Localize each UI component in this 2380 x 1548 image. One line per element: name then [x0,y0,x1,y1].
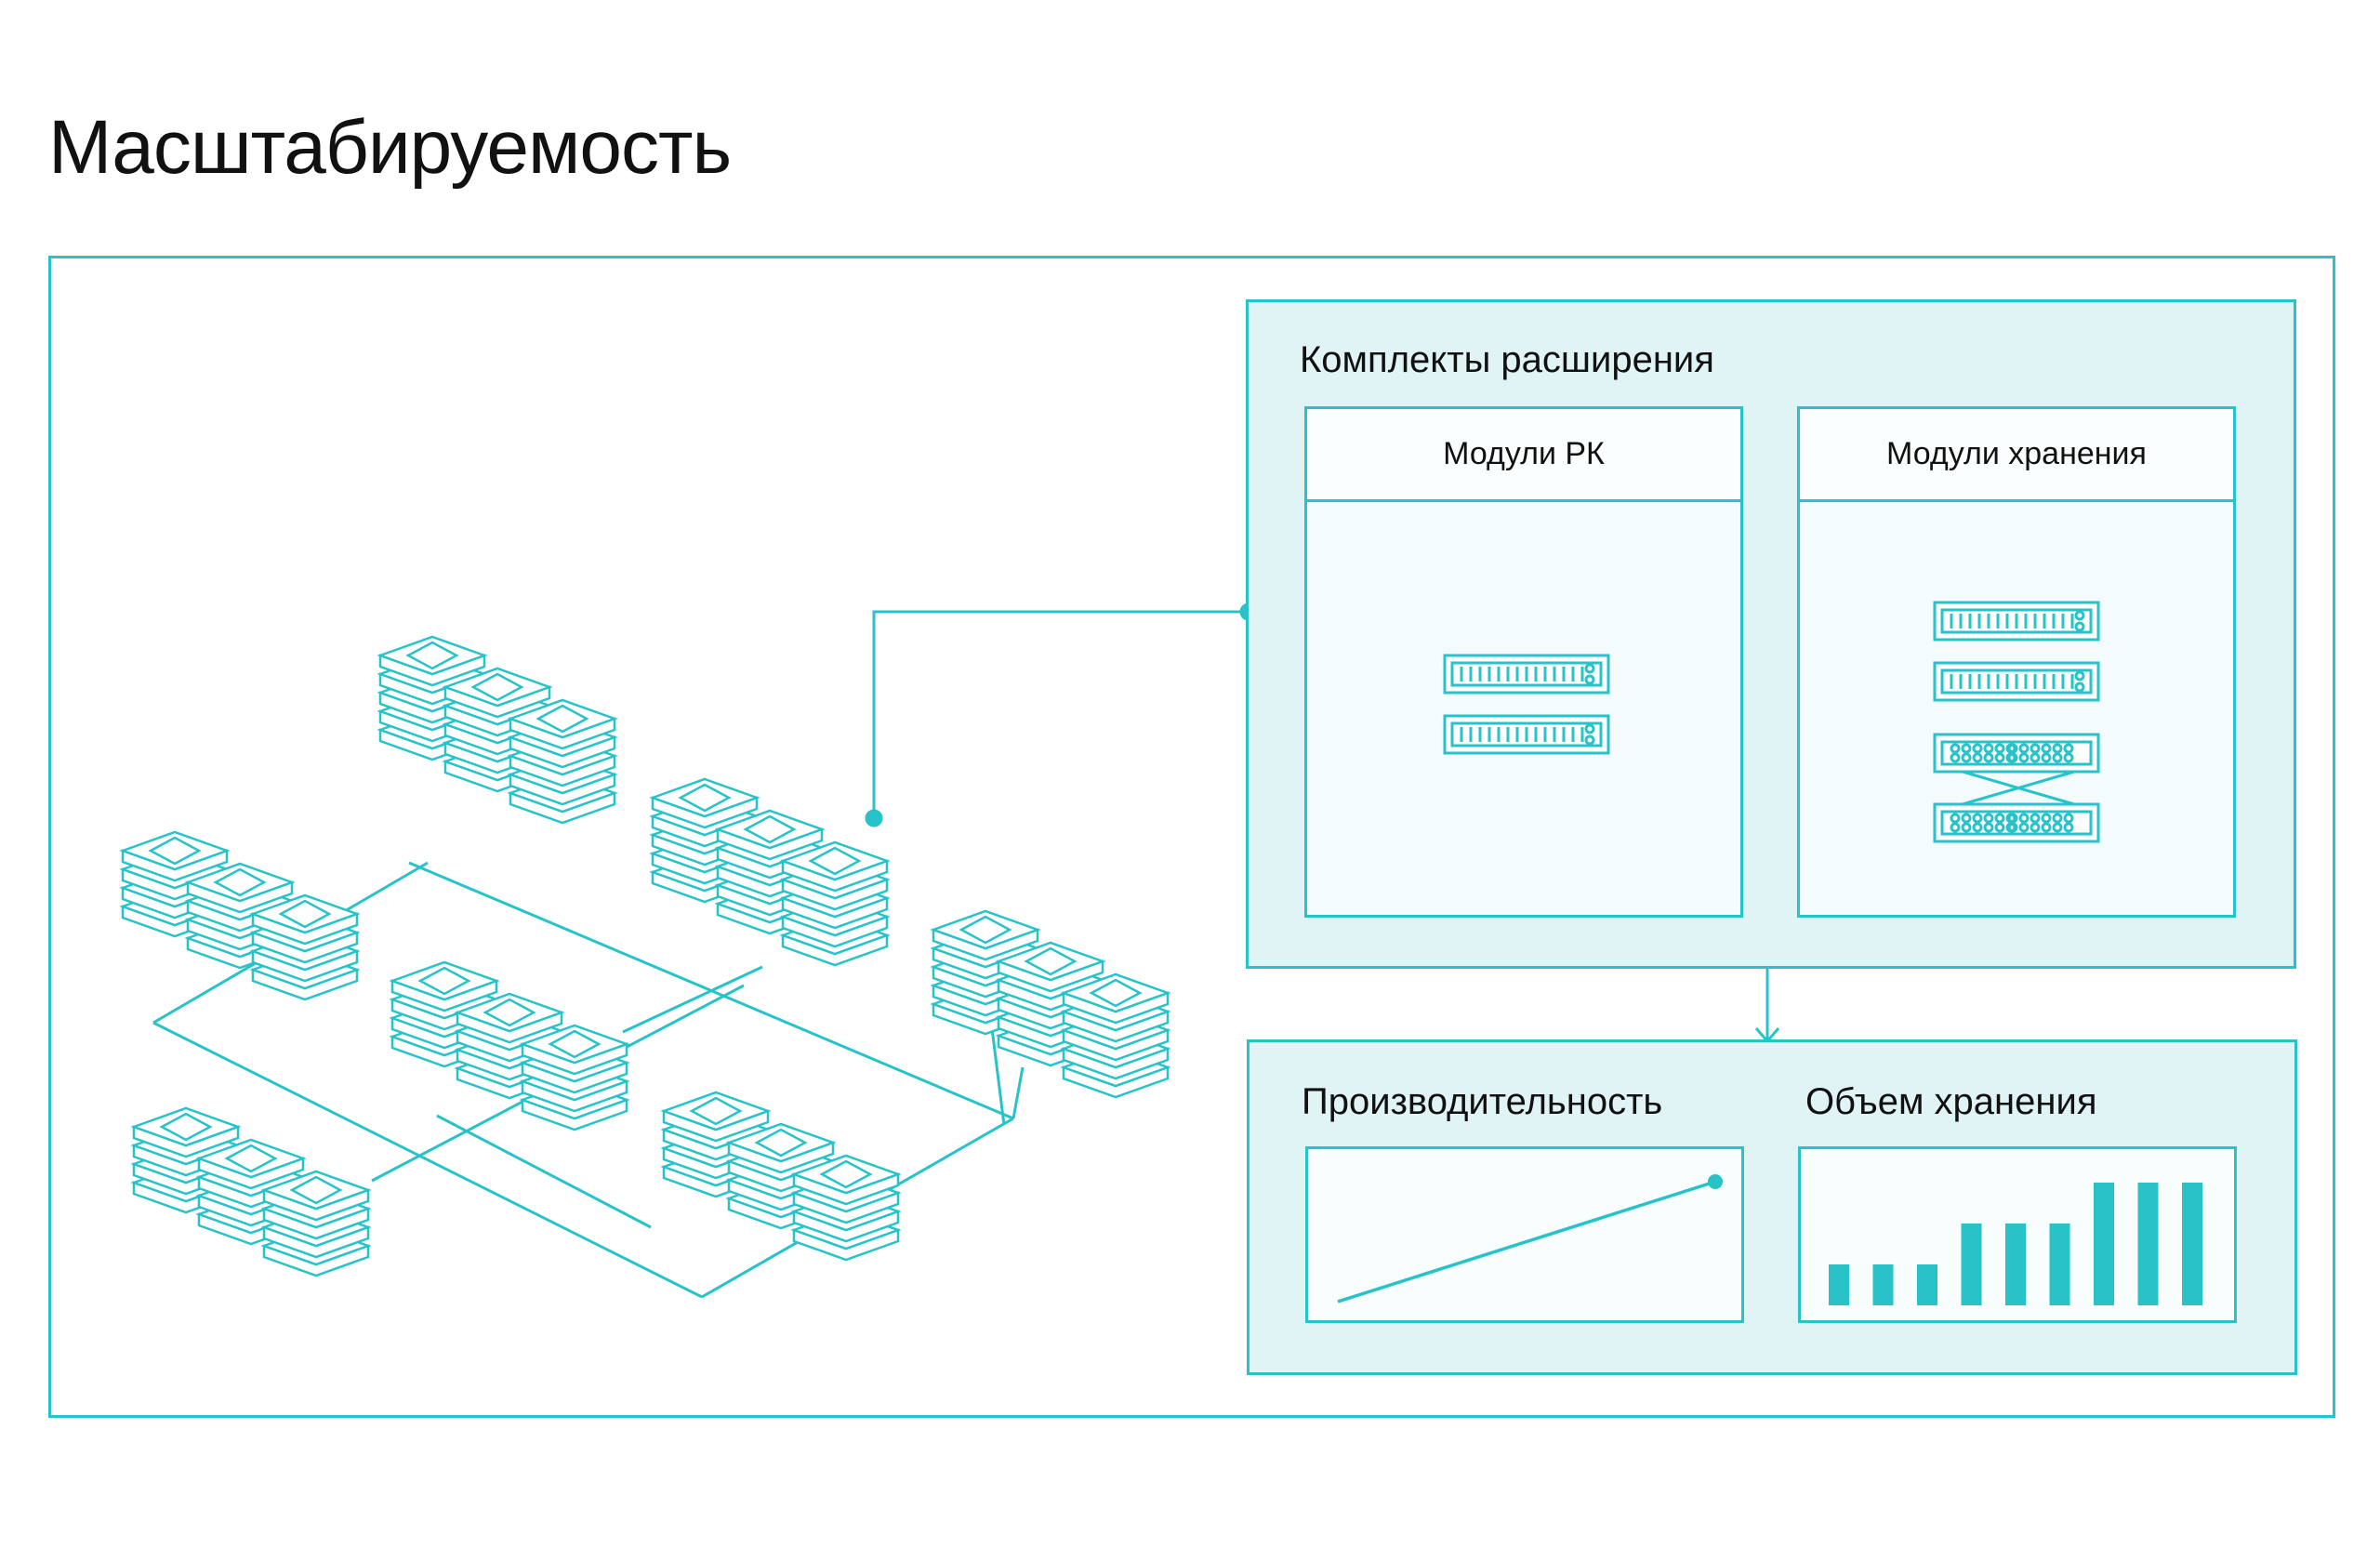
server-stack-icon [790,1154,902,1262]
performance-chart [1305,1146,1744,1323]
network-link [436,1114,652,1229]
performance-line-chart [1337,1174,1723,1303]
storage-bar [2182,1183,2202,1305]
server-clusters [119,635,1171,1277]
server-stack-icon [1060,972,1171,1099]
server-stack-icon [519,1024,630,1131]
network-link [152,1021,703,1299]
page-title: Масштабируемость [48,105,732,190]
expansion-kits-panel: Комплекты расширения Модули РК Модули хр… [1246,299,2296,969]
diagram-frame [48,256,2335,1418]
rack-unit-icon [1443,654,1610,695]
network-link [622,965,763,1034]
storage-bar [2049,1224,2070,1305]
server-stack-icon [507,698,618,825]
switch-icon [1933,802,2100,843]
expansion-kits-title: Комплекты расширения [1300,339,1714,380]
results-panel: Производительность Объем хранения [1247,1039,2297,1375]
rack-unit-icon [1933,661,2100,702]
performance-end-point [1708,1174,1723,1189]
storage-bar [1917,1264,1937,1305]
storage-volume-label: Объем хранения [1805,1081,2097,1122]
storage-modules-card: Модули хранения [1797,406,2236,918]
storage-bar-chart [1829,1183,2202,1305]
rk-modules-card: Модули РК [1304,406,1743,918]
server-stack-icon [779,840,891,967]
storage-bar [1829,1264,1849,1305]
connector-dot-icon [865,809,883,827]
storage-bar [1872,1264,1894,1305]
rk-modules-graphic [1443,654,1610,755]
connector-line [872,610,1249,818]
performance-label: Производительность [1302,1081,1663,1122]
storage-modules-graphic [1933,601,2100,843]
server-stack-icon [260,1170,372,1277]
storage-bar [1961,1224,1982,1305]
rack-unit-icon [1443,714,1610,755]
storage-bar [2094,1183,2114,1305]
network-link [1012,1066,1025,1119]
switch-icon [1933,733,2100,774]
storage-modules-title: Модули хранения [1800,409,2233,502]
performance-series-line [1337,1180,1716,1303]
rk-modules-title: Модули РК [1307,409,1740,502]
server-stack-icon [249,893,361,1001]
storage-bar [2005,1224,2026,1305]
storage-bar [2137,1183,2159,1305]
storage-chart [1798,1146,2237,1323]
rack-unit-icon [1933,601,2100,642]
switch-link [1962,770,2075,806]
